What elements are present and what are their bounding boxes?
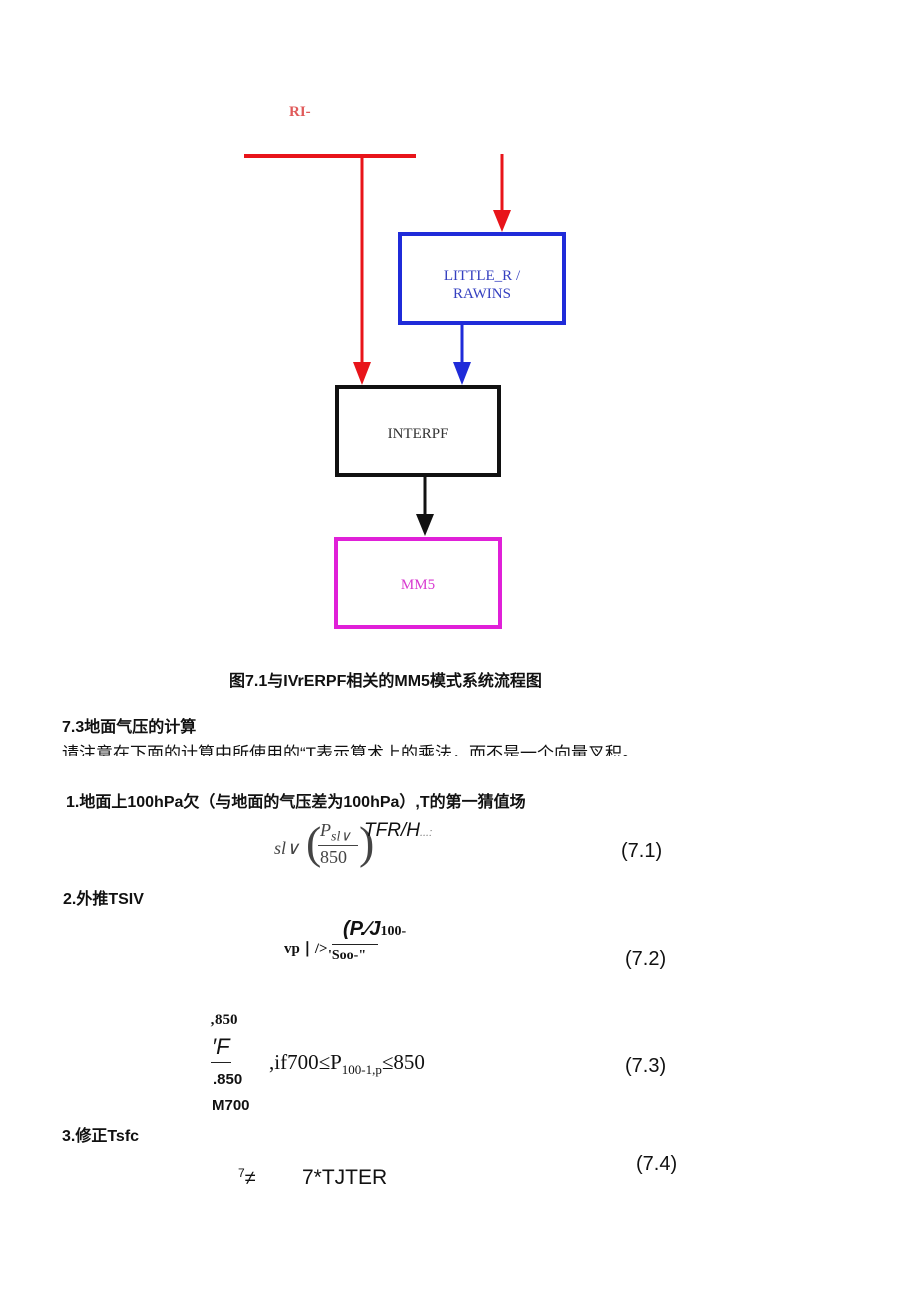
eq4-lhs: 7≠ xyxy=(238,1166,256,1191)
eq1-rhs: TFR/H...: xyxy=(364,820,432,842)
eq2-lhs: vp ∣ /> xyxy=(284,941,328,957)
item-3: 3.修正Tsfc xyxy=(62,1128,140,1145)
eq4-number: (7.4) xyxy=(636,1153,678,1175)
eq4-lhs-sup: 7 xyxy=(238,1166,245,1180)
eq2-frac-top-tail: 100- xyxy=(380,924,407,939)
figure-caption: 图7.1与IVrERPF相关的MM5模式系统流程图 xyxy=(229,673,542,690)
eq3-low: .850 xyxy=(213,1071,243,1088)
eq1-p: P xyxy=(320,820,331,840)
eq1-p-sub: sl∨ xyxy=(331,829,351,845)
flow-diagram xyxy=(244,154,511,536)
red-arrowhead-left xyxy=(353,362,371,385)
equation-7-1: sl∨ ( Psl∨ 850 ) xyxy=(270,816,470,872)
little-r-label-line2: RAWINS xyxy=(453,286,511,302)
note-text: 请注意在下面的计算中所使用的“T表示算术上的乘法，而不是一个向量叉积。 xyxy=(62,744,640,756)
eq4-lhs-main: ≠ xyxy=(244,1167,256,1190)
eq1-rhs-tail: ...: xyxy=(419,827,433,839)
eq3-fraction-bar xyxy=(211,1062,231,1063)
little-r-label-line1: LITTLE_R / xyxy=(443,268,521,284)
eq2-frac-top: (P.∕J100- xyxy=(343,918,406,941)
eq3-condition: ,if700≤P100-1,p≤850 xyxy=(269,1050,425,1078)
black-arrowhead xyxy=(416,514,434,536)
little-r-box: LITTLE_R / RAWINS xyxy=(398,232,566,325)
eq2-frac-bottom: 'Soo-" xyxy=(328,948,367,963)
item-1: 1.地面上100hPa欠（与地面的气压差为100hPa）,T的第一猜值场 xyxy=(66,794,526,811)
mm5-label: MM5 xyxy=(400,577,436,593)
mm5-box: MM5 xyxy=(334,537,502,629)
blue-arrowhead xyxy=(453,362,471,385)
eq1-denominator: 850 xyxy=(320,847,347,867)
eq1-paren-right: ) xyxy=(359,817,375,868)
eq2-number: (7.2) xyxy=(625,948,667,970)
section-heading: 7.3地面气压的计算 xyxy=(62,719,197,736)
eq1-paren-left: ( xyxy=(306,817,322,868)
eq1-prefix: sl∨ xyxy=(274,838,300,858)
diagram-top-label: RI- xyxy=(289,104,311,120)
item-2: 2.外推TSIV xyxy=(63,891,144,908)
eq2-fraction-bar xyxy=(332,944,378,945)
eq1-number: (7.1) xyxy=(621,840,663,862)
interpf-box: INTERPF xyxy=(335,385,501,477)
eq3-number: (7.3) xyxy=(625,1055,667,1077)
eq1-numerator: Psl∨ xyxy=(320,820,351,846)
eq3-cond-sub: 100-1,p xyxy=(341,1062,382,1078)
eq2-frac-top-main: (P.∕J xyxy=(343,918,381,940)
eq3-cond-main: ,if700≤P xyxy=(269,1050,342,1074)
eq3-bottom: M700 xyxy=(212,1097,250,1114)
eq3-cond-end: ≤850 xyxy=(381,1050,425,1074)
red-arrowhead-right xyxy=(493,210,511,232)
eq1-fraction-bar xyxy=(318,845,358,846)
note-text-clip: 请注意在下面的计算中所使用的“T表示算术上的乘法，而不是一个向量叉积。 xyxy=(62,736,702,756)
eq3-mid: ′F xyxy=(212,1034,230,1059)
eq3-top: ‚850 xyxy=(210,1012,238,1028)
eq4-rhs: 7*TJTER xyxy=(302,1166,388,1189)
interpf-label: INTERPF xyxy=(387,426,449,442)
eq1-rhs-main: TFR/H xyxy=(364,820,420,841)
